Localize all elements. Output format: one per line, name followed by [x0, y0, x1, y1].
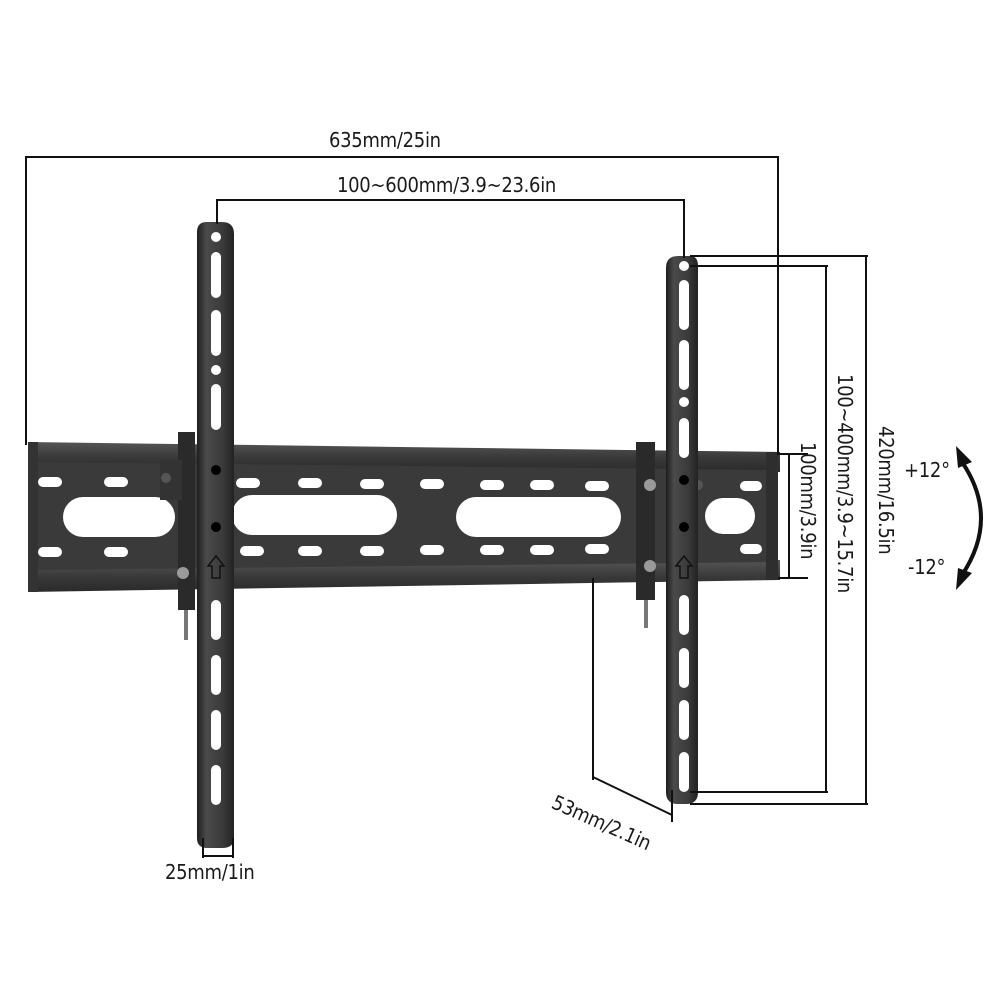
up-arrow-icon [206, 554, 226, 579]
left-hinge [160, 432, 195, 640]
arm-height-label: 420mm/16.5in [874, 426, 898, 555]
up-arrow-icon [674, 554, 694, 579]
tilt-arc-icon [956, 446, 983, 590]
overall-width-label: 635mm/25in [329, 128, 441, 152]
tilt-up-label: +12° [904, 458, 950, 482]
arm-width-label: 25mm/1in [165, 860, 255, 884]
tilt-down-label: -12° [908, 555, 946, 579]
dimension-lines [25, 156, 868, 858]
left-arm [197, 222, 234, 848]
vesa-vertical-label: 100~400mm/3.9~15.7in [833, 374, 857, 594]
vesa-horizontal-label: 100~600mm/3.9~23.6in [337, 173, 557, 197]
wall-plate-height-label: 100mm/3.9in [796, 442, 820, 560]
right-arm [666, 256, 698, 804]
